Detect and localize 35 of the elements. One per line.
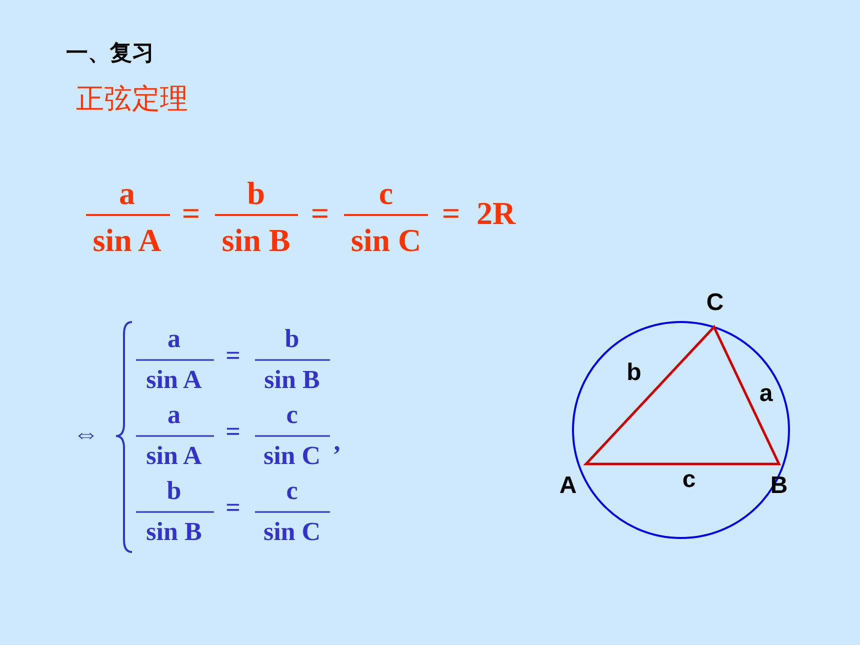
vertex-label: B [770,473,788,500]
numerator: c [378,176,394,212]
numerator: a [168,325,180,354]
equivalence-symbol: ⇔ [73,420,99,449]
numerator: b [247,176,265,212]
denominator: sin C [263,518,321,547]
formula-term: 2R [476,196,516,232]
equals-sign: = [442,196,460,232]
denominator: sin B [264,366,320,395]
vertex-label: C [706,290,724,316]
numerator: b [166,477,182,506]
numerator: b [284,325,300,354]
denominator: sin B [146,518,202,547]
equals-sign: = [226,342,240,371]
denominator: sin C [263,442,321,471]
vertex-label: A [559,473,577,500]
equals-sign: = [310,196,330,232]
denominator: sin C [350,223,422,258]
side-label: b [626,360,642,386]
side-label: c [682,467,696,494]
equals-sign: = [182,196,200,232]
numerator: c [286,401,298,430]
comma: , [334,428,340,457]
denominator: sin A [146,442,202,471]
denominator: sin A [92,223,162,258]
heading: 一、复习 [66,42,154,66]
equals-sign: = [226,418,240,447]
numerator: a [119,176,135,212]
subheading: 正弦定理 [76,84,188,115]
numerator: a [168,401,180,430]
denominator: sin A [146,366,202,395]
denominator: sin B [222,223,290,258]
equals-sign: = [226,494,240,523]
numerator: c [286,477,298,506]
side-label: a [759,381,773,408]
